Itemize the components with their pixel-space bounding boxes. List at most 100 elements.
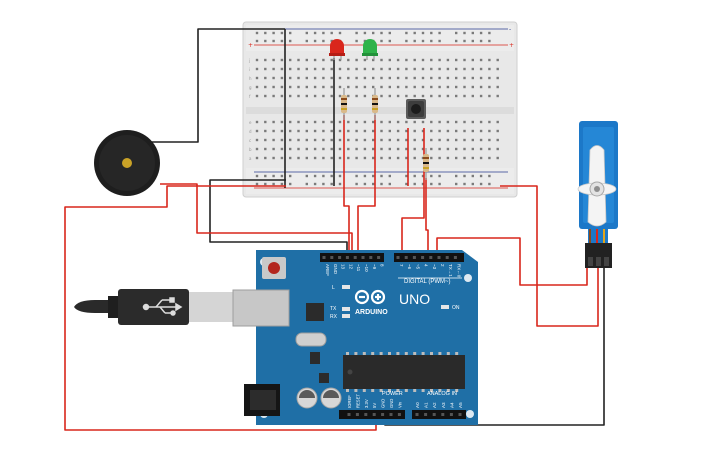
- wire-5v-loop-red[interactable]: [64, 185, 377, 431]
- header-hole[interactable]: [364, 413, 368, 416]
- breadboard-hole: [313, 156, 317, 160]
- digital-pin-label: RX←0: [456, 264, 461, 278]
- led-red[interactable]: [329, 39, 345, 60]
- breadboard-hole: [455, 138, 458, 142]
- led-green[interactable]: [362, 39, 378, 60]
- breadboard-hole: [280, 129, 284, 133]
- servo-motor[interactable]: [577, 121, 618, 268]
- pushbutton[interactable]: [406, 99, 426, 119]
- rail-hole: [479, 174, 483, 178]
- digital-header-left: [320, 253, 384, 262]
- breadboard-hole: [305, 156, 308, 160]
- header-hole[interactable]: [432, 413, 436, 416]
- header-hole[interactable]: [404, 256, 408, 259]
- header-hole[interactable]: [458, 413, 462, 416]
- header-hole[interactable]: [397, 413, 401, 416]
- header-hole[interactable]: [369, 256, 373, 259]
- wire-gnd-black[interactable]: [209, 179, 348, 260]
- breadboard-hole: [421, 58, 425, 62]
- header-hole[interactable]: [421, 256, 425, 259]
- rail-hole: [430, 182, 433, 186]
- wire-led-green-signal[interactable]: [357, 115, 376, 260]
- breadboard-hole: [255, 147, 259, 151]
- breadboard-hole: [446, 58, 450, 62]
- header-hole[interactable]: [412, 256, 416, 259]
- power-pin-label: GND: [381, 399, 386, 408]
- header-hole[interactable]: [361, 256, 365, 259]
- breadboard-hole: [272, 129, 275, 133]
- breadboard-hole: [347, 94, 350, 98]
- tx-label: TX: [330, 306, 337, 312]
- resistor-green-led[interactable]: [372, 88, 378, 120]
- resistor-button[interactable]: [423, 148, 429, 180]
- header-hole[interactable]: [377, 256, 381, 259]
- header-hole[interactable]: [353, 256, 357, 259]
- brand-label: ARDUINO: [355, 309, 388, 316]
- row-letter-c: c: [249, 138, 251, 143]
- header-hole[interactable]: [441, 413, 445, 416]
- rail-hole: [372, 31, 375, 35]
- wire-button-resistor[interactable]: [425, 178, 429, 260]
- power-jack[interactable]: [244, 384, 280, 416]
- header-hole[interactable]: [429, 256, 433, 259]
- breadboard-hole: [463, 76, 466, 80]
- header-hole[interactable]: [437, 256, 441, 259]
- header-hole[interactable]: [322, 256, 326, 259]
- digital-header-right: [394, 253, 464, 262]
- header-hole[interactable]: [449, 413, 453, 416]
- row-letter-i: i: [249, 67, 250, 72]
- header-hole[interactable]: [372, 413, 376, 416]
- header-hole[interactable]: [389, 413, 393, 416]
- breadboard-hole: [255, 120, 259, 124]
- header-hole[interactable]: [415, 413, 419, 416]
- breadboard-hole: [380, 138, 383, 142]
- rail-hole: [438, 174, 441, 178]
- breadboard-hole: [446, 120, 450, 124]
- breadboard-hole: [347, 138, 350, 142]
- header-hole[interactable]: [347, 413, 351, 416]
- wire-servo-power-red[interactable]: [500, 185, 599, 327]
- piezo-buzzer[interactable]: [94, 130, 160, 196]
- chip-pin: [388, 352, 391, 355]
- wire-button-to-pin[interactable]: [401, 128, 425, 260]
- breadboard-hole: [455, 76, 458, 80]
- breadboard-hole: [255, 76, 259, 80]
- header-hole[interactable]: [330, 256, 334, 259]
- header-hole[interactable]: [381, 413, 385, 416]
- rail-hole: [405, 174, 408, 178]
- header-hole[interactable]: [355, 413, 359, 416]
- breadboard-hole: [421, 138, 425, 142]
- analog-header: [412, 410, 466, 419]
- rail-hole: [255, 31, 259, 35]
- resistor-red-led[interactable]: [341, 88, 347, 120]
- breadboard-hole: [322, 76, 325, 80]
- header-hole[interactable]: [424, 413, 428, 416]
- header-hole[interactable]: [345, 256, 349, 259]
- header-hole[interactable]: [445, 256, 449, 259]
- reset-button[interactable]: [262, 257, 286, 279]
- header-hole[interactable]: [453, 256, 457, 259]
- l-label: L: [332, 285, 335, 291]
- breadboard-hole: [322, 85, 325, 89]
- digital-pin-label: ~10: [364, 264, 369, 272]
- wire-buzzer-top-black[interactable]: [150, 28, 285, 143]
- breadboard-hole: [363, 76, 367, 80]
- wire-buzzer-red[interactable]: [160, 183, 353, 260]
- breadboard-hole: [330, 120, 333, 124]
- breadboard-hole: [421, 129, 425, 133]
- rail-hole: [264, 39, 267, 43]
- rail-hole: [421, 39, 425, 43]
- breadboard-hole: [355, 85, 358, 89]
- header-hole[interactable]: [338, 256, 342, 259]
- header-hole[interactable]: [396, 256, 400, 259]
- wire-servo-signal-red[interactable]: [436, 237, 588, 286]
- breadboard-hole: [430, 94, 433, 98]
- wire-led-red-signal[interactable]: [343, 115, 350, 260]
- breadboard-hole: [380, 76, 383, 80]
- rail-hole: [264, 174, 267, 178]
- breadboard-hole: [380, 58, 383, 62]
- breadboard-hole: [455, 147, 458, 151]
- breadboard-hole: [272, 67, 275, 71]
- chip-pin: [430, 389, 433, 392]
